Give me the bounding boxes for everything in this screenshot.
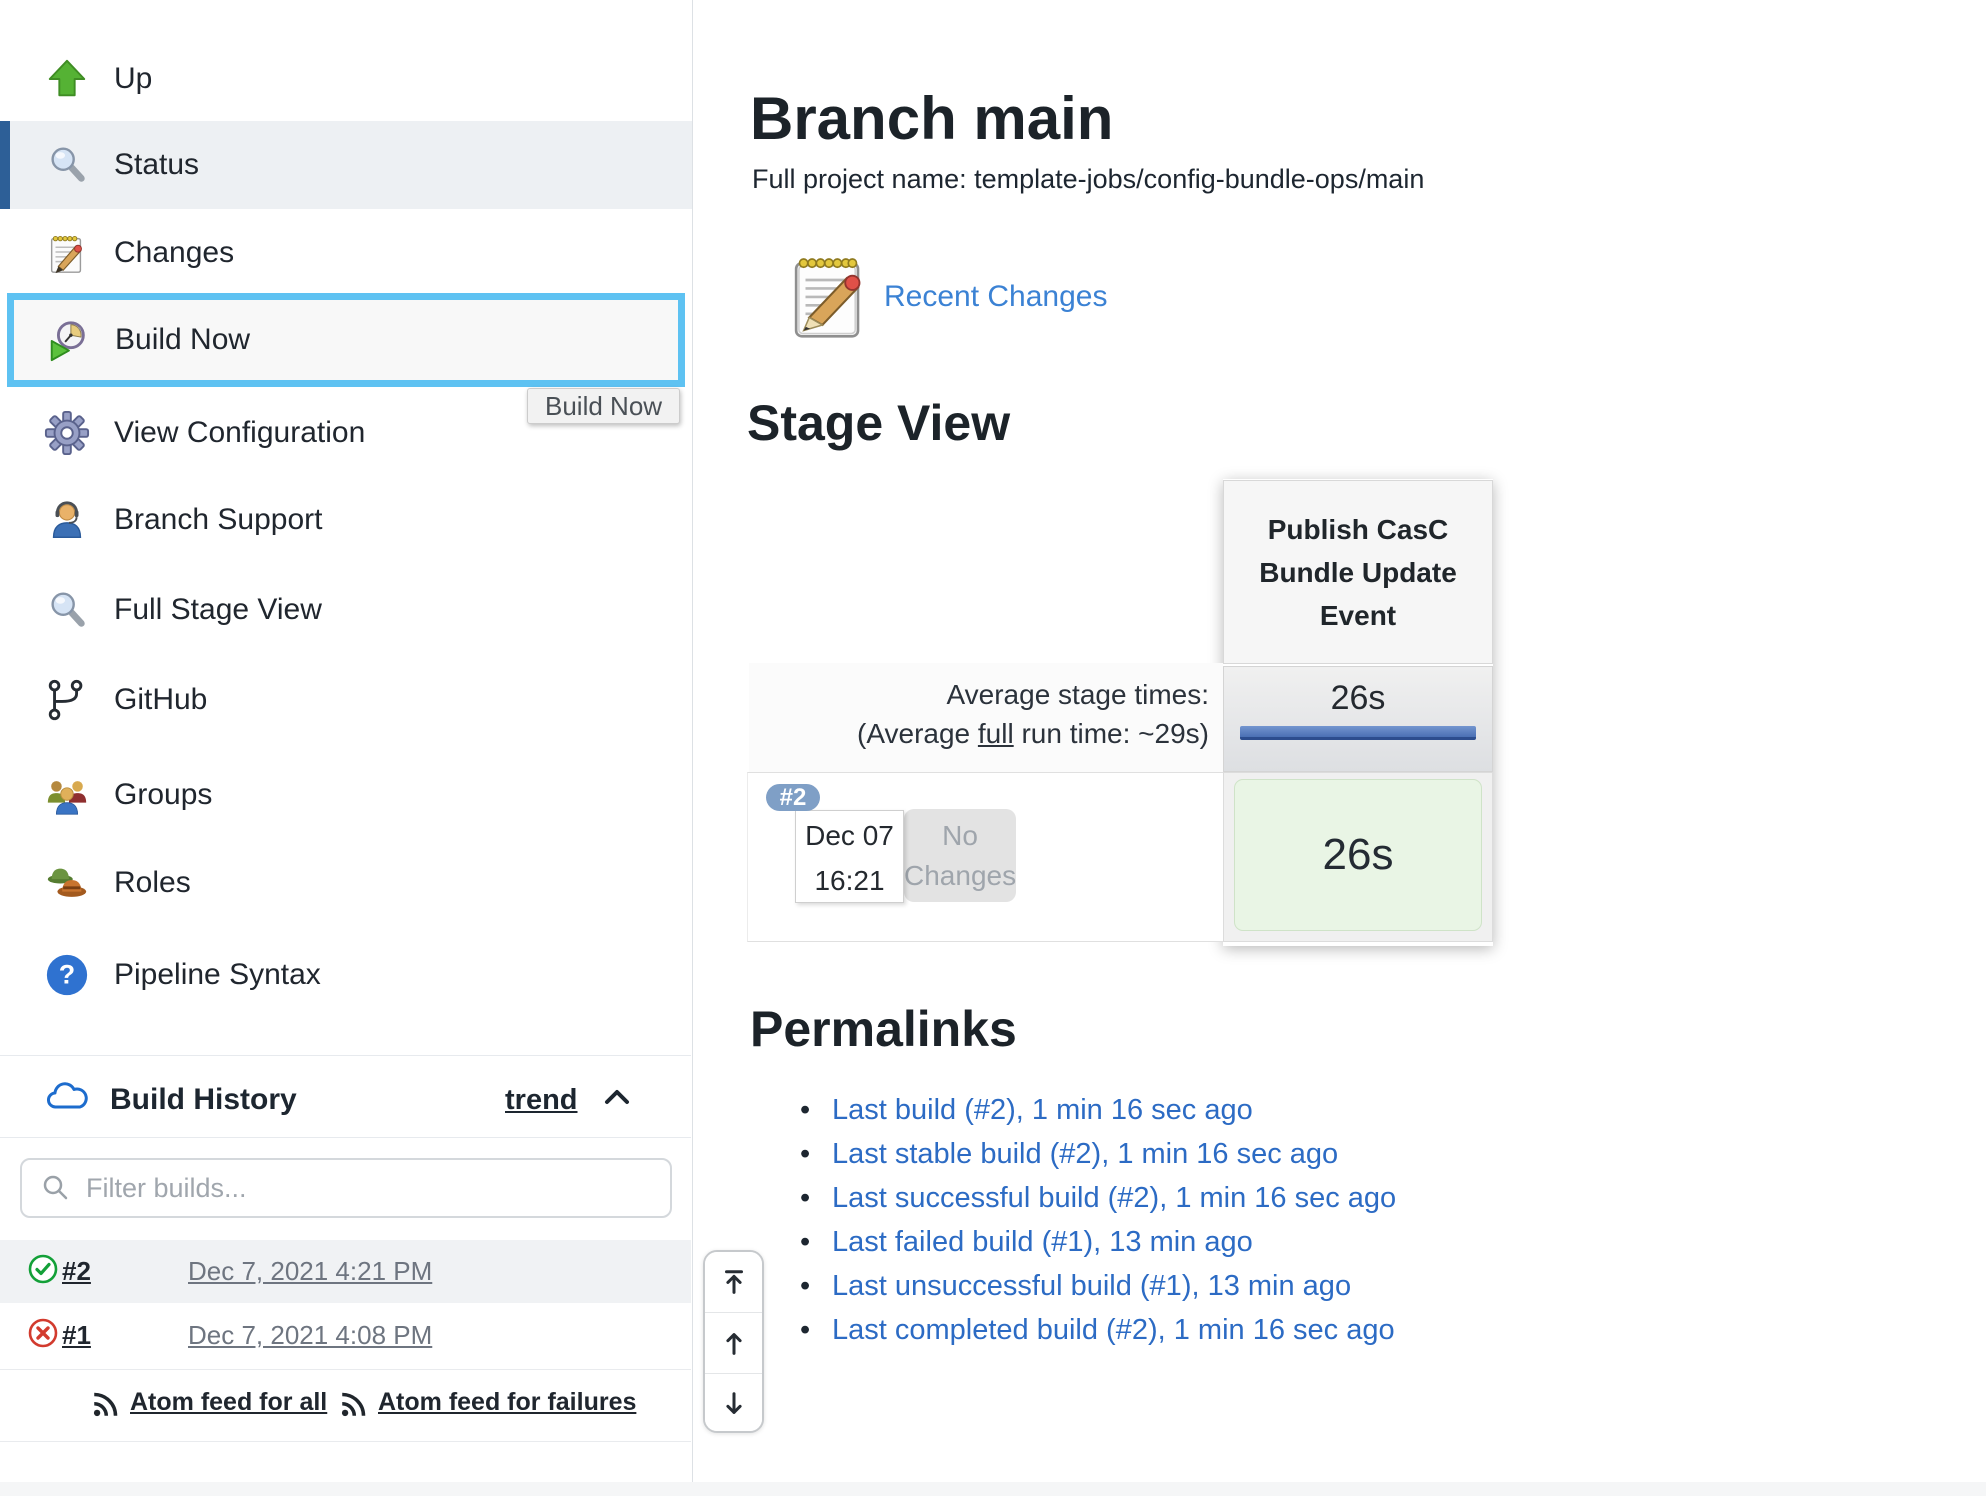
build-history-header: Build History trend: [0, 1062, 691, 1138]
sidebar-item-label: Status: [114, 148, 200, 181]
hats-icon: [44, 860, 90, 906]
page-title: Branch main: [750, 85, 1114, 152]
question-circle-icon: ?: [44, 952, 90, 998]
build-history-row[interactable]: #1 Dec 7, 2021 4:08 PM: [0, 1303, 691, 1368]
sidebar-item-label: View Configuration: [114, 416, 366, 449]
permalink-link[interactable]: Last stable build (#2), 1 min 16 sec ago: [832, 1138, 1339, 1170]
permalink-item: Last stable build (#2), 1 min 16 sec ago: [770, 1138, 1396, 1182]
failure-x-icon: [27, 1317, 59, 1354]
full-project-name: Full project name: template-jobs/config-…: [752, 164, 1425, 194]
divider: [0, 1137, 691, 1138]
sidebar-item-full-stage-view[interactable]: Full Stage View: [0, 566, 692, 654]
stage-view-heading: Stage View: [747, 395, 1011, 451]
sidebar-item-status[interactable]: Status: [0, 121, 692, 209]
bottom-band: [0, 1482, 1986, 1496]
build-date-link[interactable]: Dec 7, 2021 4:21 PM: [188, 1256, 433, 1286]
permalinks-heading: Permalinks: [750, 1001, 1017, 1057]
sidebar-item-label: Up: [114, 62, 153, 95]
average-stage-time-cell: 26s: [1223, 666, 1493, 772]
filter-builds-box: [20, 1158, 672, 1218]
scroll-button-group: [703, 1250, 764, 1433]
atom-feed-row: Atom feed for all Atom feed for failures: [0, 1369, 691, 1442]
success-check-icon: [27, 1253, 59, 1290]
permalinks-list: Last build (#2), 1 min 16 sec ago Last s…: [770, 1094, 1396, 1358]
sidebar-item-label: Pipeline Syntax: [114, 958, 321, 991]
atom-feed-all-link[interactable]: Atom feed for all: [130, 1388, 328, 1416]
arrow-up-icon: [725, 1333, 742, 1355]
sidebar-item-pipeline-syntax[interactable]: ? Pipeline Syntax: [0, 931, 692, 1019]
atom-feed-failures-link[interactable]: Atom feed for failures: [378, 1388, 637, 1416]
permalink-item: Last unsuccessful build (#1), 13 min ago: [770, 1270, 1396, 1314]
permalink-item: Last successful build (#2), 1 min 16 sec…: [770, 1182, 1396, 1226]
sidebar-item-branch-support[interactable]: Branch Support: [0, 476, 692, 564]
filter-builds-input[interactable]: [84, 1171, 628, 1205]
stage-name-header: Publish CasC Bundle Update Event: [1223, 480, 1493, 664]
permalink-link[interactable]: Last build (#2), 1 min 16 sec ago: [832, 1094, 1253, 1126]
sidebar-item-label: Groups: [114, 778, 213, 811]
build-date-box[interactable]: Dec 07 16:21: [795, 810, 904, 903]
scroll-down-button[interactable]: [705, 1374, 762, 1431]
arrow-up-to-bar-icon: [724, 1270, 743, 1294]
people-icon: [44, 772, 90, 818]
sidebar: Up Status Changes: [0, 0, 693, 1496]
search-icon: [43, 1175, 68, 1200]
build-number-badge[interactable]: #2: [766, 784, 820, 811]
notepad-icon: [44, 230, 90, 276]
build-date-link[interactable]: Dec 7, 2021 4:08 PM: [188, 1320, 433, 1350]
up-arrow-icon: [44, 56, 90, 102]
recent-changes-link[interactable]: Recent Changes: [884, 280, 1108, 313]
permalink-link[interactable]: Last unsuccessful build (#1), 13 min ago: [832, 1270, 1352, 1302]
build-now-tooltip: Build Now: [527, 388, 681, 424]
notepad-icon: [783, 248, 873, 347]
sidebar-item-groups[interactable]: Groups: [0, 751, 692, 839]
sidebar-item-up[interactable]: Up: [0, 35, 692, 123]
average-stage-times-label: Average stage times: (Average full run t…: [749, 663, 1223, 772]
clock-play-icon: [45, 317, 91, 363]
arrow-down-icon: [725, 1392, 742, 1414]
rss-icon: [90, 1386, 124, 1425]
permalink-item: Last build (#2), 1 min 16 sec ago: [770, 1094, 1396, 1138]
permalink-link[interactable]: Last failed build (#1), 13 min ago: [832, 1226, 1253, 1258]
divider: [0, 1055, 691, 1056]
scroll-up-button[interactable]: [705, 1313, 762, 1374]
trend-link[interactable]: trend: [505, 1083, 578, 1116]
chevron-up-icon[interactable]: [600, 1084, 634, 1115]
scroll-to-top-button[interactable]: [705, 1252, 762, 1313]
build-history-title: Build History: [110, 1083, 297, 1116]
sidebar-item-label: Full Stage View: [114, 593, 322, 626]
rss-icon: [338, 1386, 372, 1425]
average-time-bar: [1240, 726, 1476, 740]
permalink-item: Last failed build (#1), 13 min ago: [770, 1226, 1396, 1270]
build-link[interactable]: #2: [62, 1256, 91, 1286]
sidebar-item-build-now[interactable]: Build Now: [7, 293, 685, 387]
permalink-link[interactable]: Last successful build (#2), 1 min 16 sec…: [832, 1182, 1397, 1214]
stage-success-cell[interactable]: 26s: [1234, 779, 1482, 931]
magnifier-icon: [44, 142, 90, 188]
average-stage-time-value: 26s: [1330, 679, 1386, 717]
sidebar-item-label: Branch Support: [114, 503, 323, 536]
sidebar-item-changes[interactable]: Changes: [0, 209, 692, 297]
sidebar-item-label: Changes: [114, 236, 235, 269]
build-history-row[interactable]: #2 Dec 7, 2021 4:21 PM: [0, 1240, 691, 1303]
build-link[interactable]: #1: [62, 1320, 91, 1350]
svg-text:?: ?: [59, 960, 75, 990]
sidebar-item-roles[interactable]: Roles: [0, 839, 692, 927]
permalink-link[interactable]: Last completed build (#2), 1 min 16 sec …: [832, 1314, 1395, 1346]
sidebar-item-label: Build Now: [115, 323, 251, 356]
sidebar-item-label: GitHub: [114, 683, 208, 716]
sidebar-item-view-configuration[interactable]: View Configuration: [0, 389, 692, 477]
gear-icon: [44, 410, 90, 456]
no-changes-chip: No Changes: [904, 809, 1016, 902]
permalink-item: Last completed build (#2), 1 min 16 sec …: [770, 1314, 1396, 1358]
sidebar-item-label: Roles: [114, 866, 191, 899]
sidebar-item-github[interactable]: GitHub: [0, 656, 692, 744]
cloud-icon: [44, 1078, 92, 1119]
git-branch-icon: [44, 677, 90, 723]
stage-result-cell: 26s: [1223, 772, 1493, 942]
person-headset-icon: [44, 497, 90, 543]
magnifier-icon: [44, 587, 90, 633]
